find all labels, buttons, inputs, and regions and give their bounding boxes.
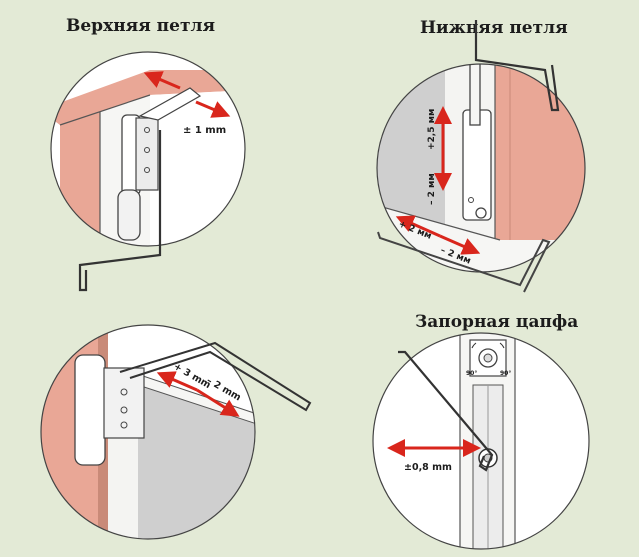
arrow-right bbox=[195, 100, 231, 118]
arrow-diag-right bbox=[439, 234, 481, 255]
title-locking-pin: Запорная цапфа bbox=[415, 312, 579, 332]
label-bottom-up: +2,5 мм bbox=[427, 109, 437, 150]
allen-key-pin bbox=[398, 350, 494, 472]
arrow-left bbox=[143, 71, 181, 90]
arrow-side-right bbox=[196, 388, 240, 417]
allen-key-bottom bbox=[474, 20, 560, 112]
label-pin-adjust: ±0,8 mm bbox=[404, 462, 452, 473]
label-bottom-down: – 2 мм bbox=[427, 173, 437, 205]
label-pin-left-angle: 90° bbox=[466, 370, 477, 377]
title-top-hinge: Верхняя петля bbox=[66, 16, 216, 36]
bottom-hinge-panel: +2,5 мм – 2 мм + 2 мм – 2 мм bbox=[376, 20, 586, 293]
arrow-diag-left bbox=[395, 215, 441, 238]
allen-key-top bbox=[78, 130, 162, 292]
allen-key-bottom-2 bbox=[377, 231, 551, 293]
label-pin-right-angle: 90° bbox=[500, 370, 511, 377]
side-hinge-panel: + 3 mm – 2 mm bbox=[40, 324, 312, 540]
title-bottom-hinge: Нижняя петля bbox=[420, 18, 568, 38]
allen-key-side bbox=[119, 341, 312, 412]
label-top-hinge-adjust: ± 1 mm bbox=[183, 125, 226, 136]
top-hinge-panel: ± 1 mm bbox=[50, 51, 246, 292]
arrow-side-left bbox=[156, 371, 198, 392]
locking-pin-panel: 90° 90° ±0,8 mm bbox=[372, 332, 590, 550]
